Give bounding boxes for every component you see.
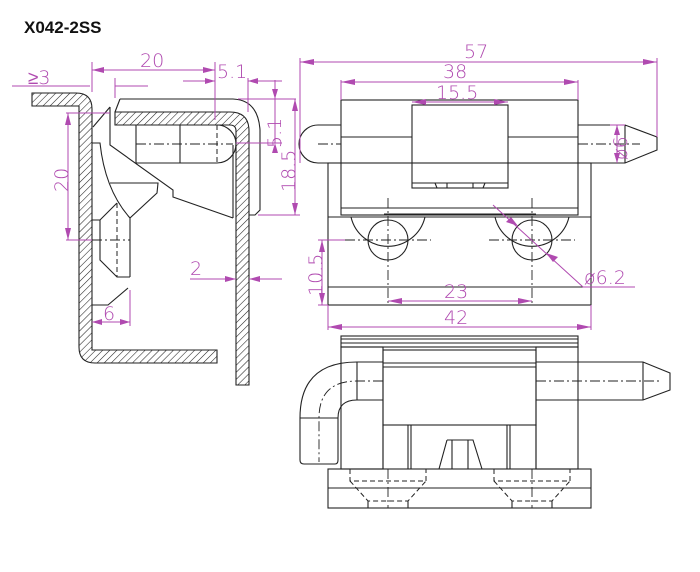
dim-hole-spacing-23: 23: [444, 281, 468, 303]
knuckle-body: [340, 99, 579, 216]
mounting-hole-left: [345, 198, 431, 305]
dim-thickness-2: 2: [190, 258, 202, 280]
dim-pin-offset-5-1: 5.1: [264, 118, 286, 148]
side-view: ≥3 20 5.1 5.1 18.5 20 2 6: [12, 50, 300, 386]
side-view-dimensions: ≥3 20 5.1 5.1 18.5 20 2 6: [12, 50, 300, 326]
mounting-plate-left: [31, 92, 218, 364]
hinge-body-profile: [92, 98, 261, 306]
dim-hole-diameter: ø6.2: [584, 267, 626, 289]
dim-base-height-10-5: 10.5: [305, 254, 327, 296]
dim-base-width-42: 42: [444, 307, 468, 329]
dim-depth-20: 20: [51, 168, 73, 192]
part-number-title: X042-2SS: [24, 18, 102, 37]
bottom-view: [299, 335, 671, 509]
dim-center-block-15-5: 15.5: [436, 82, 478, 104]
dim-offset-5-1: 5.1: [217, 61, 247, 83]
bent-pin-left: [299, 361, 358, 465]
countersink-right: [493, 469, 571, 508]
dim-body-38: 38: [443, 61, 467, 83]
dim-min-gap: ≥3: [28, 67, 51, 89]
dim-pin-diameter: ø6: [610, 136, 632, 160]
mounting-plate-right: [114, 111, 250, 386]
front-view-dimensions: 57 38 15.5 ø6 10.5 23 42 ø6.2: [299, 41, 658, 330]
dim-height-18-5: 18.5: [278, 150, 300, 192]
pin-left: [298, 124, 341, 164]
center-block: [411, 104, 509, 189]
base-plate: [327, 162, 592, 306]
dim-screw-width-6: 6: [103, 303, 115, 325]
front-view: 57 38 15.5 ø6 10.5 23 42 ø6.2: [298, 41, 658, 330]
center-knuckle: [382, 349, 537, 426]
dim-overall-57: 57: [464, 41, 488, 63]
dim-width-20: 20: [140, 50, 164, 72]
pin-right-bottom: [536, 361, 671, 401]
countersink-left: [349, 469, 427, 508]
